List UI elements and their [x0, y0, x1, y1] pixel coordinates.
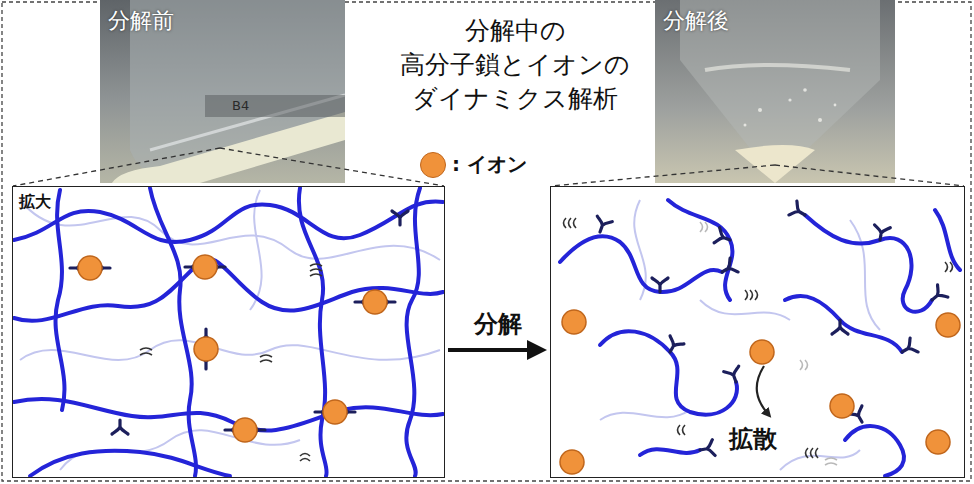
- bubbles: [744, 88, 837, 126]
- glass-highlight: [705, 65, 850, 70]
- zoom-lines: [13, 148, 964, 186]
- motion-marks: [140, 264, 322, 461]
- zoom-panel: 拡大: [12, 186, 445, 478]
- faded-chains: [20, 190, 440, 470]
- photo-before: 分解前: [100, 0, 345, 183]
- arrow-shaft: [448, 348, 527, 352]
- ions: [560, 310, 960, 474]
- diffusion-arrow: [757, 366, 768, 414]
- arrow-head: [527, 340, 547, 360]
- glass-highlight: [150, 95, 345, 150]
- photo-before: [100, 0, 345, 183]
- process-arrow: [448, 340, 547, 360]
- photo-caption: 分解後: [663, 6, 729, 36]
- panel-label: 拡散: [729, 423, 777, 455]
- photo-after: 分解後: [655, 0, 895, 183]
- photo-after: [655, 0, 895, 183]
- polymer-chains: [14, 188, 443, 476]
- arrow-label: 分解: [471, 308, 525, 340]
- ions: [78, 255, 387, 442]
- vial-liquid: [112, 112, 345, 183]
- decomposed-panel: 拡散: [550, 186, 965, 478]
- polymer-fragments: [560, 200, 960, 476]
- panel-label: 拡大: [19, 192, 51, 213]
- motion-marks: [564, 218, 953, 458]
- faded-motion-marks: [700, 222, 837, 465]
- photo-caption: 分解前: [108, 6, 174, 36]
- photo-ground: [655, 0, 895, 183]
- photo-ground: [100, 0, 345, 183]
- photo-label: B4: [232, 98, 249, 113]
- vial-liquid: [735, 145, 815, 183]
- ruler: [205, 95, 345, 117]
- binding-sites: [70, 211, 408, 438]
- legend-swatch: [420, 152, 446, 178]
- binding-sites: [592, 201, 947, 458]
- legend-text: : イオン: [452, 151, 527, 178]
- diagram-title: 分解中の 高分子鎖とイオンの ダイナミクス解析: [365, 14, 665, 116]
